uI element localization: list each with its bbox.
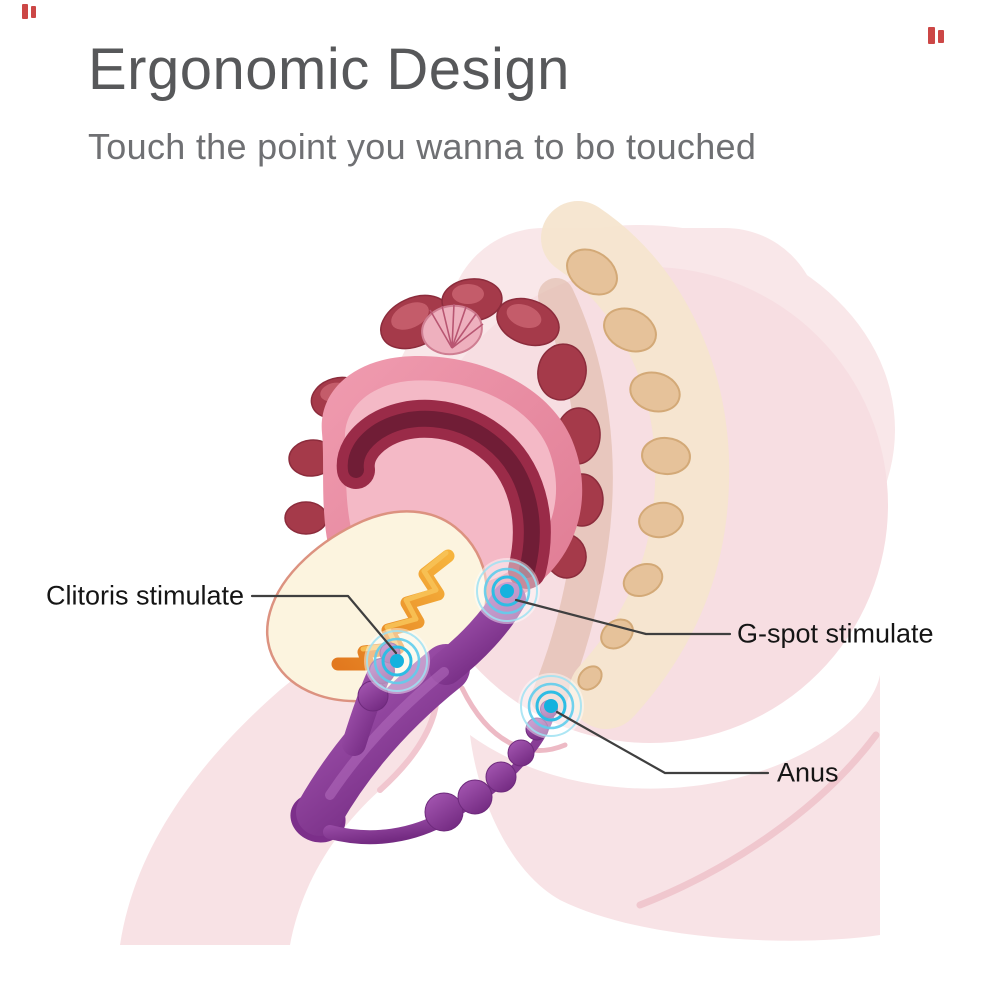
leader-line-clitoris (250, 594, 398, 655)
buttock-crease (636, 731, 880, 909)
watermark-fragment-left (22, 4, 36, 19)
callout-label-anus: Anus (777, 757, 839, 788)
callout-label-clitoris: Clitoris stimulate (45, 580, 244, 611)
lower-hip-shape (470, 675, 880, 941)
vertebrae (566, 248, 691, 691)
vibration-ripple-anus (516, 671, 586, 741)
spine (541, 201, 730, 729)
vibrator-toy (290, 582, 558, 845)
vibration-ripple-gspot (472, 556, 542, 626)
vibration-ripple-clitoris (362, 626, 432, 696)
leader-line-gspot (514, 598, 732, 636)
watermark-fragment-right (928, 27, 944, 44)
callout-label-gspot: G-spot stimulate (737, 618, 934, 649)
leader-lines (250, 594, 770, 775)
perineum-curve (459, 685, 568, 753)
page-title: Ergonomic Design (88, 37, 570, 102)
page-subtitle: Touch the point you wanna to bo touched (88, 126, 757, 167)
leader-line-anus (555, 710, 770, 775)
fimbriae-fan (421, 303, 484, 356)
